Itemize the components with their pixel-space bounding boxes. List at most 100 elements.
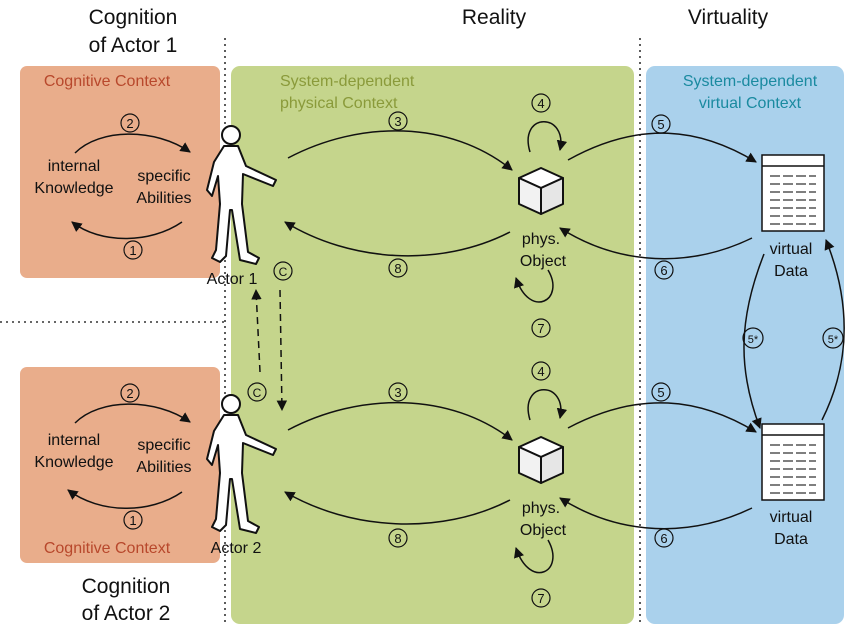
svg-text:2: 2 xyxy=(126,116,133,131)
marker-8-top: 8 xyxy=(388,258,408,278)
marker-2-actor2: 2 xyxy=(120,383,140,403)
svg-text:8: 8 xyxy=(394,531,401,546)
cognitive-context-panel-2 xyxy=(20,367,220,563)
marker-2-actor1: 2 xyxy=(120,113,140,133)
actor1-figure-icon xyxy=(206,125,277,265)
phys-object-1-line1: phys. xyxy=(522,231,560,248)
arrow-5-bottom xyxy=(567,402,757,433)
arrow-8-bottom xyxy=(284,491,511,525)
header-virtuality: Virtuality xyxy=(688,6,769,29)
physical-context-panel xyxy=(231,66,634,624)
arrow-3-top xyxy=(287,130,513,171)
svg-text:C: C xyxy=(253,386,262,400)
physical-context-title-line2: physical Context xyxy=(280,95,398,112)
phys-object-cube-icon-1 xyxy=(518,167,564,215)
arrow-1-actor2 xyxy=(67,489,183,509)
marker-7-bottom: 7 xyxy=(531,588,551,608)
actor2-label: Actor 2 xyxy=(211,540,262,557)
virtual-context-panel xyxy=(646,66,844,624)
svg-text:C: C xyxy=(279,265,288,279)
svg-text:4: 4 xyxy=(537,96,544,111)
arrow-2-actor2 xyxy=(74,403,191,424)
svg-text:6: 6 xyxy=(660,531,667,546)
svg-text:2: 2 xyxy=(126,386,133,401)
marker-6-top: 6 xyxy=(654,260,674,280)
arrow-4-bottom xyxy=(527,389,568,421)
communication-arrow-down xyxy=(276,289,288,412)
phys-object-cube-icon-2 xyxy=(518,436,564,484)
marker-5-top: 5 xyxy=(651,114,671,134)
header-actor2-line1: Cognition xyxy=(82,575,171,598)
communication-arrow-up xyxy=(251,288,262,373)
arrow-6-bottom xyxy=(559,497,753,530)
internal-knowledge-2-line1: internal xyxy=(48,432,100,449)
virtual-data-2-line1: virtual xyxy=(770,509,813,526)
specific-abilities-1-line1: specific xyxy=(137,168,190,185)
arrow-5-top xyxy=(567,132,757,163)
svg-text:3: 3 xyxy=(394,385,401,400)
svg-text:5: 5 xyxy=(657,117,664,132)
virtual-data-1-line1: virtual xyxy=(770,241,813,258)
marker-6-bottom: 6 xyxy=(654,528,674,548)
actor2-figure-icon xyxy=(206,394,277,534)
arrow-1-actor1 xyxy=(71,221,183,240)
internal-knowledge-1-line2: Knowledge xyxy=(34,180,113,197)
actor1-label: Actor 1 xyxy=(207,271,258,288)
header-reality: Reality xyxy=(462,6,527,29)
virtual-data-1-line2: Data xyxy=(774,263,808,280)
marker-4-bottom: 4 xyxy=(531,361,551,381)
arrow-8-top xyxy=(284,221,511,257)
marker-c-top: C xyxy=(273,261,293,281)
marker-4-top: 4 xyxy=(531,93,551,113)
header-actor1-line2: of Actor 1 xyxy=(89,34,178,57)
svg-text:5*: 5* xyxy=(828,334,839,346)
marker-8-bottom: 8 xyxy=(388,528,408,548)
marker-c-bottom: C xyxy=(247,382,267,402)
arrow-5star-left xyxy=(743,253,765,429)
svg-text:7: 7 xyxy=(537,321,544,336)
specific-abilities-2-line1: specific xyxy=(137,437,190,454)
svg-text:7: 7 xyxy=(537,591,544,606)
header-actor1-line1: Cognition xyxy=(89,6,178,29)
svg-text:8: 8 xyxy=(394,261,401,276)
arrow-6-top xyxy=(559,227,753,260)
svg-text:1: 1 xyxy=(129,243,136,258)
virtual-data-2-line2: Data xyxy=(774,531,808,548)
virtual-context-title-line2: virtual Context xyxy=(699,95,802,112)
cognitive-context-title-2: Cognitive Context xyxy=(44,540,171,557)
arrow-4-top xyxy=(527,121,568,153)
svg-text:1: 1 xyxy=(129,513,136,528)
phys-object-2-line1: phys. xyxy=(522,500,560,517)
specific-abilities-2-line2: Abilities xyxy=(136,459,191,476)
marker-5-bottom: 5 xyxy=(651,382,671,402)
marker-7-top: 7 xyxy=(531,318,551,338)
arrow-5star-right xyxy=(821,239,845,421)
phys-object-2-line2: Object xyxy=(520,522,567,539)
arrow-7-top xyxy=(514,269,554,303)
physical-context-title-line1: System-dependent xyxy=(280,73,415,90)
svg-text:3: 3 xyxy=(394,114,401,129)
header-actor2-line2: of Actor 2 xyxy=(82,602,171,625)
arrow-3-bottom xyxy=(287,402,513,441)
svg-text:6: 6 xyxy=(660,263,667,278)
marker-1-actor1: 1 xyxy=(123,240,143,260)
marker-3-bottom: 3 xyxy=(388,382,408,402)
phys-object-1-line2: Object xyxy=(520,253,567,270)
marker-3-top: 3 xyxy=(388,111,408,131)
cognitive-context-panel-1 xyxy=(20,66,220,278)
cognitive-context-title-1: Cognitive Context xyxy=(44,73,171,90)
arrow-2-actor1 xyxy=(74,133,191,154)
marker-5star-left: 5* xyxy=(742,327,764,349)
svg-text:4: 4 xyxy=(537,364,544,379)
internal-knowledge-2-line2: Knowledge xyxy=(34,454,113,471)
virtual-context-title-line1: System-dependent xyxy=(683,73,818,90)
internal-knowledge-1-line1: internal xyxy=(48,158,100,175)
svg-text:5*: 5* xyxy=(748,334,759,346)
virtual-data-document-icon-1 xyxy=(761,154,825,232)
specific-abilities-1-line2: Abilities xyxy=(136,190,191,207)
svg-text:5: 5 xyxy=(657,385,664,400)
marker-1-actor2: 1 xyxy=(123,510,143,530)
marker-5star-right: 5* xyxy=(822,327,844,349)
virtual-data-document-icon-2 xyxy=(761,423,825,501)
